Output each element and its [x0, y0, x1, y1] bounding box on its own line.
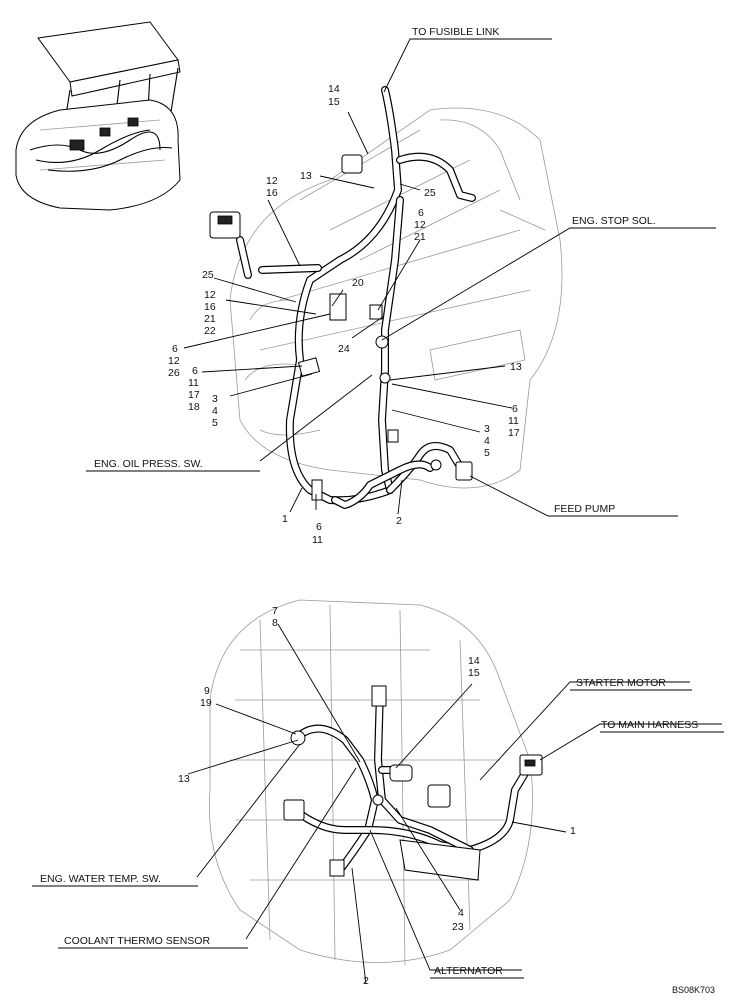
label-to-fusible-link: TO FUSIBLE LINK	[412, 26, 499, 38]
label-eng-oil-press-sw: ENG. OIL PRESS. SW.	[94, 458, 203, 470]
num-4: 4	[484, 435, 490, 447]
num-24: 24	[338, 343, 350, 355]
num-13: 13	[510, 361, 522, 373]
num-16: 16	[266, 187, 278, 199]
num-5: 5	[212, 417, 218, 429]
num-21: 21	[204, 313, 216, 325]
num-17: 17	[188, 389, 200, 401]
figure-code: BS08K703	[672, 985, 715, 995]
num-19: 19	[200, 697, 212, 709]
num-12: 12	[414, 219, 426, 231]
label-to-main-harness: TO MAIN HARNESS	[601, 719, 698, 731]
num-13: 13	[178, 773, 190, 785]
num-6: 6	[316, 521, 322, 533]
num-6: 6	[418, 207, 424, 219]
num-4: 4	[458, 907, 464, 919]
num-16: 16	[204, 301, 216, 313]
num-2: 2	[396, 515, 402, 527]
num-3: 3	[484, 423, 490, 435]
num-18: 18	[188, 401, 200, 413]
upper-harness	[209, 86, 476, 509]
num-11: 11	[312, 534, 323, 546]
num-26: 26	[168, 367, 180, 379]
num-14: 14	[468, 655, 480, 667]
num-20: 20	[352, 277, 364, 289]
feed-pump-connector	[455, 461, 473, 481]
num-1: 1	[570, 825, 576, 837]
num-17: 17	[508, 427, 520, 439]
part-numbers-upper: 14 15 13 25 12 16 6 12 21 25 20 12 16 21…	[168, 83, 522, 546]
connector-block	[209, 211, 241, 239]
num-22: 22	[204, 325, 216, 337]
num-6: 6	[172, 343, 178, 355]
num-1: 1	[282, 513, 288, 525]
num-11: 11	[508, 415, 519, 427]
num-12: 12	[266, 175, 278, 187]
callout-labels: TO FUSIBLE LINK ENG. STOP SOL. ENG. OIL …	[32, 26, 724, 979]
num-7: 7	[272, 605, 278, 617]
num-2: 2	[363, 975, 369, 987]
label-feed-pump: FEED PUMP	[554, 503, 615, 515]
num-23: 23	[452, 921, 464, 933]
num-15: 15	[328, 96, 340, 108]
num-25: 25	[202, 269, 214, 281]
num-11: 11	[188, 377, 199, 389]
part-numbers-lower: 7 8 14 15 9 19 13 1 4 23 2	[178, 605, 576, 987]
label-eng-water-temp-sw: ENG. WATER TEMP. SW.	[40, 873, 161, 885]
num-5: 5	[484, 447, 490, 459]
num-25: 25	[424, 187, 436, 199]
machine-overview-inset	[15, 21, 181, 211]
num-13: 13	[300, 170, 312, 182]
num-3: 3	[212, 393, 218, 405]
num-4: 4	[212, 405, 218, 417]
label-alternator: ALTERNATOR	[434, 965, 503, 977]
leader-lines	[183, 38, 722, 985]
num-8: 8	[272, 617, 278, 629]
lower-engine-ghost	[209, 599, 533, 966]
num-12: 12	[168, 355, 180, 367]
label-starter-motor: STARTER MOTOR	[576, 677, 666, 689]
num-12: 12	[204, 289, 216, 301]
label-coolant-thermo-sensor: COOLANT THERMO SENSOR	[64, 935, 210, 947]
num-21: 21	[414, 231, 426, 243]
num-6: 6	[192, 365, 198, 377]
num-14: 14	[328, 83, 340, 95]
num-15: 15	[468, 667, 480, 679]
num-9: 9	[204, 685, 210, 697]
label-eng-stop-sol: ENG. STOP SOL.	[572, 215, 656, 227]
lower-harness	[283, 685, 543, 881]
num-6: 6	[512, 403, 518, 415]
